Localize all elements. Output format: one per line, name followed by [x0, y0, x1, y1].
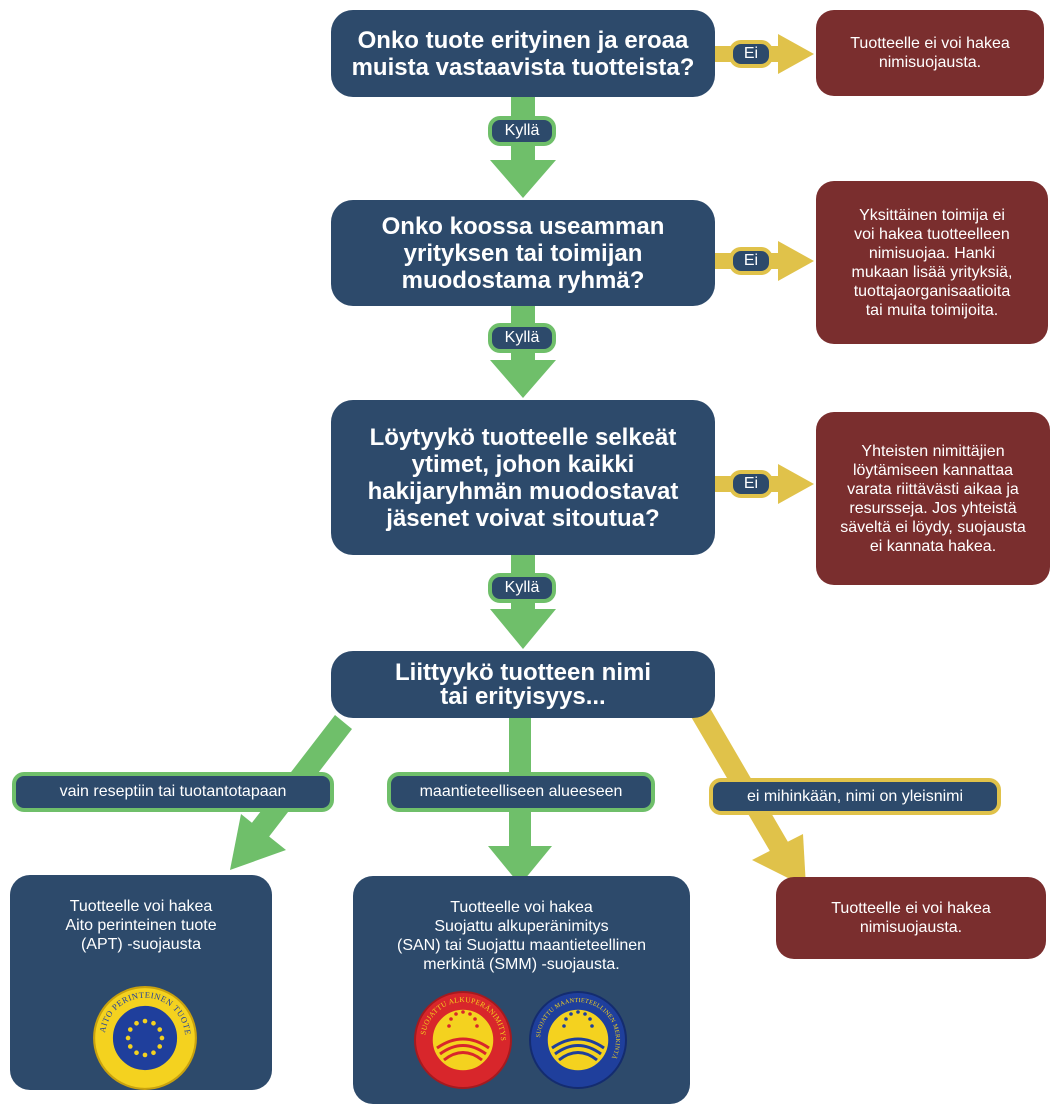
outcome-san-smm-box: Tuotteelle voi hakea Suojattu alkuperäni…	[353, 876, 690, 1104]
no-outcome-1-text: Tuotteelle ei voi hakea nimisuojausta.	[850, 35, 1010, 71]
yes-tag-2: Kyllä	[488, 323, 556, 353]
eu-san-seal-icon: SUOJATTU ALKUPERÄNIMITYS	[414, 991, 512, 1089]
no-tag-3: Ei	[729, 470, 773, 498]
branch-arrow-mid-head	[488, 846, 552, 885]
no-arrow-3-head	[778, 464, 814, 504]
branch-arrow-left-head	[230, 814, 286, 870]
question-2-text: Onko koossa useamman yrityksen tai toimi…	[381, 212, 665, 294]
question-4-text: Liittyykö tuotteen nimi tai erityisyys..…	[394, 658, 651, 710]
yes-tag-1: Kyllä	[488, 116, 556, 146]
no-arrow-1-head	[778, 34, 814, 74]
branch-label-geographic: maantieteelliseen alueeseen	[387, 772, 655, 812]
no-arrow-2-head	[778, 241, 814, 281]
outcome-san-smm-text: Tuotteelle voi hakea Suojattu alkuperäni…	[396, 899, 647, 973]
branch-label-recipe: vain reseptiin tai tuotantotapaan	[12, 772, 334, 812]
question-3-box: Löytyykö tuotteelle selkeät ytimet, joho…	[331, 400, 715, 555]
question-4-box: Liittyykö tuotteen nimi tai erityisyys..…	[331, 651, 715, 718]
yes-tag-3: Kyllä	[488, 573, 556, 603]
branch-label-generic: ei mihinkään, nimi on yleisnimi	[709, 778, 1001, 815]
question-3-text: Löytyykö tuotteelle selkeät ytimet, joho…	[367, 423, 679, 532]
no-outcome-3-text: Yhteisten nimittäjien löytämiseen kannat…	[840, 442, 1026, 555]
question-1-box: Onko tuote erityinen ja eroaa muista vas…	[331, 10, 715, 97]
branch-arrow-right-head	[752, 834, 806, 887]
no-tag-2: Ei	[729, 247, 773, 275]
eu-smm-seal-icon: SUOJATTU MAANTIETEELLINEN MERKINTÄ	[529, 991, 627, 1089]
no-outcome-2-box: Yksittäinen toimija ei voi hakea tuottee…	[816, 181, 1048, 344]
eu-apt-seal-icon: AITO PERINTEINEN TUOTE	[93, 986, 197, 1090]
no-tag-1: Ei	[729, 40, 773, 68]
outcome-generic-box: Tuotteelle ei voi hakea nimisuojausta.	[776, 877, 1046, 959]
question-1-text: Onko tuote erityinen ja eroaa muista vas…	[351, 26, 695, 81]
yes-arrow-1-head	[490, 160, 556, 198]
outcome-apt-text: Tuotteelle voi hakea Aito perinteinen tu…	[65, 898, 217, 953]
no-outcome-2-text: Yksittäinen toimija ei voi hakea tuottee…	[851, 206, 1013, 319]
yes-arrow-3-head	[490, 609, 556, 649]
question-2-box: Onko koossa useamman yrityksen tai toimi…	[331, 200, 715, 306]
outcome-generic-text: Tuotteelle ei voi hakea nimisuojausta.	[831, 900, 991, 936]
no-outcome-1-box: Tuotteelle ei voi hakea nimisuojausta.	[816, 10, 1044, 96]
no-outcome-3-box: Yhteisten nimittäjien löytämiseen kannat…	[816, 412, 1050, 585]
yes-arrow-2-head	[490, 360, 556, 398]
